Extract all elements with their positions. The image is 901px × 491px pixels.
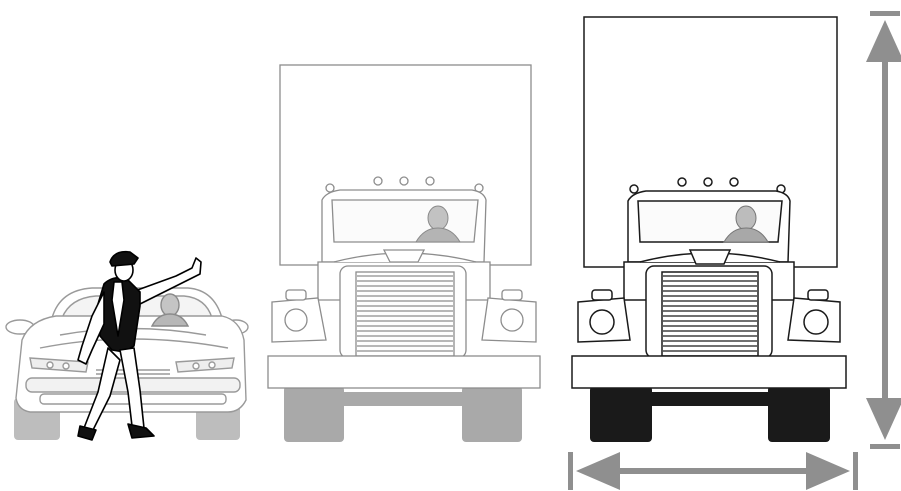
truck-gray-tires xyxy=(284,386,522,442)
vertical-dimension-arrow-icon xyxy=(866,11,901,449)
truck-dark-tires xyxy=(590,386,830,442)
truck-dark xyxy=(572,17,846,442)
horizontal-dimension-arrow-icon xyxy=(568,452,858,490)
truck-gray xyxy=(268,65,540,442)
